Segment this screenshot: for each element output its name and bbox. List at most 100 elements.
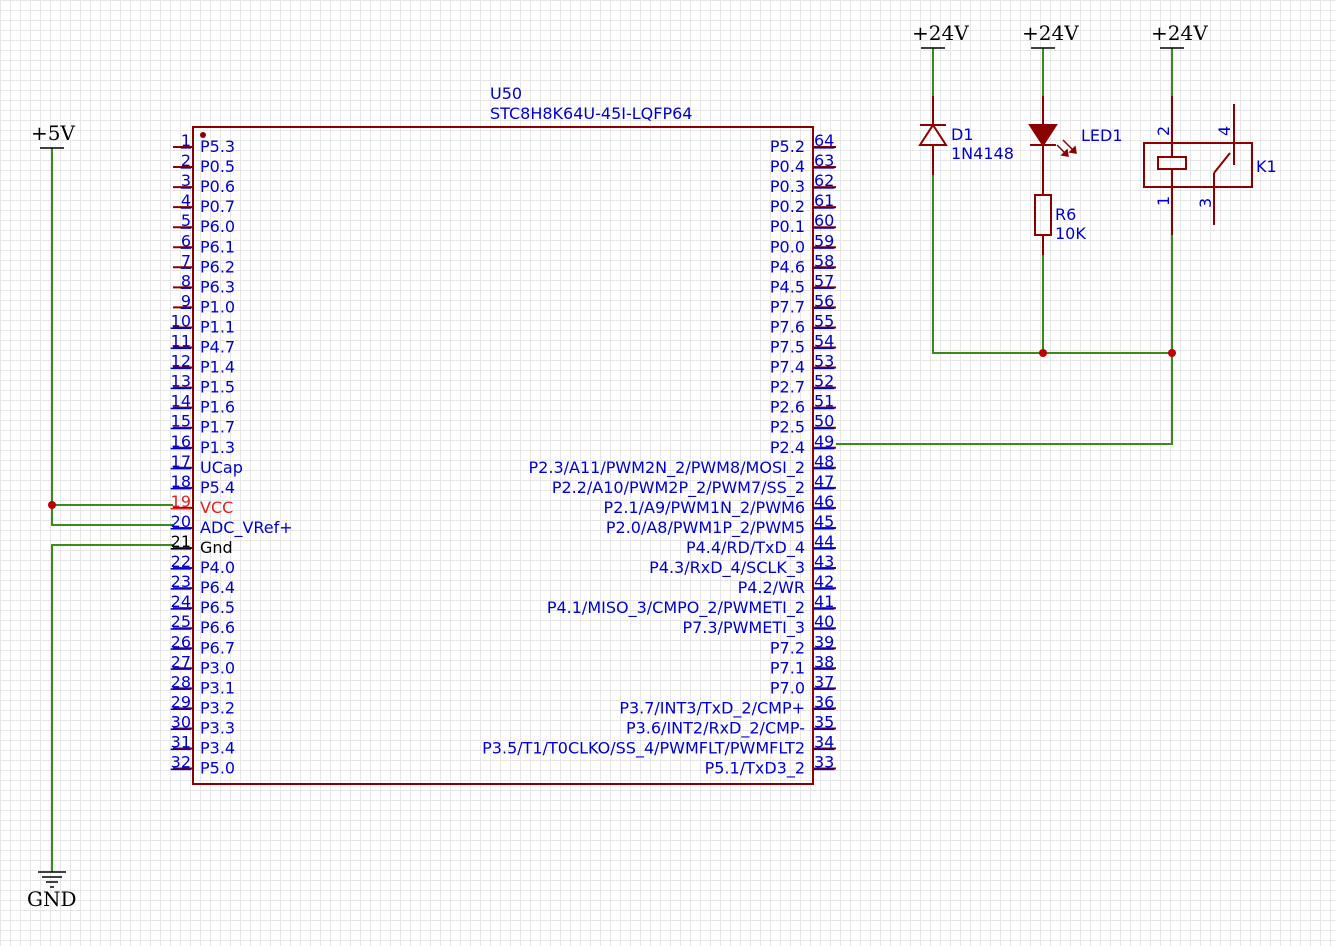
pin-name: P6.0 <box>200 217 235 236</box>
mcu-pin-right[interactable]: 61 P0.2 <box>770 191 836 216</box>
pin-number: 8 <box>181 271 191 290</box>
pin-number: 38 <box>814 652 834 671</box>
relay-k1[interactable] <box>1143 96 1253 235</box>
mcu-pin-right[interactable]: 63 P0.4 <box>770 151 836 176</box>
pin-number: 17 <box>171 452 191 471</box>
pin-name: P7.5 <box>770 338 805 357</box>
pin-name: P0.4 <box>770 157 805 176</box>
pin-number: 63 <box>814 151 834 170</box>
pin-number: 32 <box>171 753 191 772</box>
junction-dot <box>1168 349 1176 357</box>
pin-name: P5.4 <box>200 478 235 497</box>
pin-name: P0.1 <box>770 217 805 236</box>
pin-number: 42 <box>814 572 834 591</box>
pin-number: 61 <box>814 191 834 210</box>
diode-d1[interactable] <box>918 96 948 175</box>
wires <box>51 48 1173 872</box>
pin-name: P6.6 <box>200 618 235 637</box>
pin-name: P5.0 <box>200 759 235 778</box>
resistor-r6[interactable] <box>1034 194 1052 255</box>
led-led1[interactable] <box>1028 96 1077 195</box>
mcu-pin-right[interactable]: 38 P7.1 <box>770 652 836 677</box>
pin-number: 56 <box>814 291 834 310</box>
pin-name: P1.0 <box>200 297 235 316</box>
pin-number: 47 <box>814 472 834 491</box>
junction-dot <box>1039 349 1047 357</box>
pin-name: P3.3 <box>200 718 235 737</box>
pin-number: 7 <box>181 251 191 270</box>
pin-number: 33 <box>814 753 834 772</box>
pin-name: P7.1 <box>770 658 805 677</box>
k1-pin1: 1 <box>1154 196 1173 206</box>
pin-name: P3.2 <box>200 698 235 717</box>
k1-pin3: 3 <box>1196 198 1215 208</box>
pin-number: 50 <box>814 412 834 431</box>
pin-number: 57 <box>814 271 834 290</box>
pin-name: P0.2 <box>770 197 805 216</box>
mcu-pin-left[interactable]: 32 P5.0 <box>171 753 235 778</box>
